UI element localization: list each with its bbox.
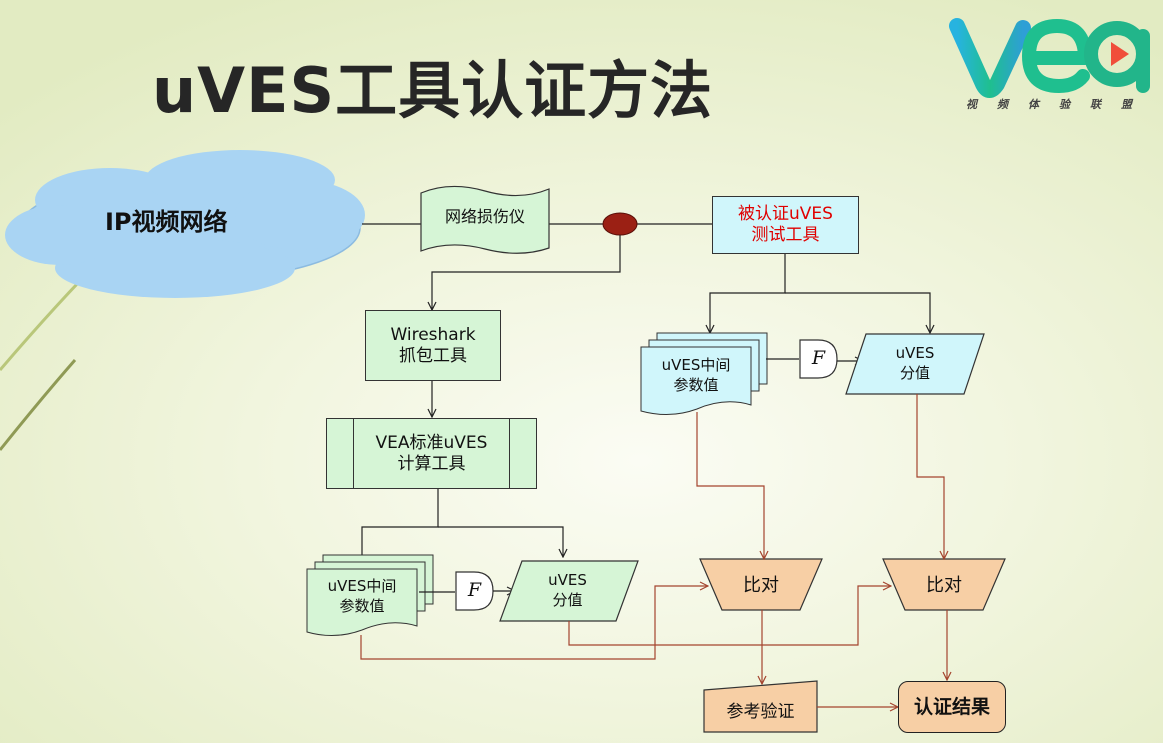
vea-logo xyxy=(949,18,1150,98)
reference-shape xyxy=(703,680,818,733)
ip-network-cloud xyxy=(5,150,365,298)
left-score-label: uVES 分值 xyxy=(548,571,587,609)
compare1-shape xyxy=(699,558,823,611)
tested-tool-box: 被认证uVES 测试工具 xyxy=(712,196,859,254)
left-params-stack xyxy=(306,554,434,636)
right-score-label: uVES 分值 xyxy=(895,344,935,382)
right-params-label: uVES中间 参数值 xyxy=(661,356,731,394)
vea-tool-right-bar xyxy=(509,419,510,488)
left-func-label: F xyxy=(467,579,482,601)
vea-tool-label: VEA标准uVES 计算工具 xyxy=(375,432,488,474)
logo-subtitle: 视频体验联盟 xyxy=(966,98,1152,111)
vea-tool-box: VEA标准uVES 计算工具 xyxy=(326,418,537,489)
compare1-label: 比对 xyxy=(743,575,779,596)
right-score-shape xyxy=(845,333,985,395)
vea-tool-left-bar xyxy=(353,419,354,488)
compare2-shape xyxy=(882,558,1006,611)
impairment-shape xyxy=(420,185,550,254)
reference-label: 参考验证 xyxy=(726,702,795,722)
slide-title: uVES工具认证方法 xyxy=(152,54,714,127)
compare2-label: 比对 xyxy=(926,575,962,596)
wireshark-box: Wireshark 抓包工具 xyxy=(365,310,501,381)
play-icon xyxy=(1111,42,1129,66)
right-params-stack xyxy=(640,332,768,415)
left-params-label: uVES中间 参数值 xyxy=(327,577,397,615)
leaf-decoration xyxy=(0,359,77,451)
right-func-gate xyxy=(799,339,838,379)
tap-node xyxy=(602,212,638,236)
right-func-label: F xyxy=(811,347,826,369)
ip-network-label: IP视频网络 xyxy=(105,208,228,236)
result-box: 认证结果 xyxy=(898,681,1006,733)
impairment-label: 网络损伤仪 xyxy=(444,207,525,226)
left-score-shape xyxy=(499,560,639,622)
